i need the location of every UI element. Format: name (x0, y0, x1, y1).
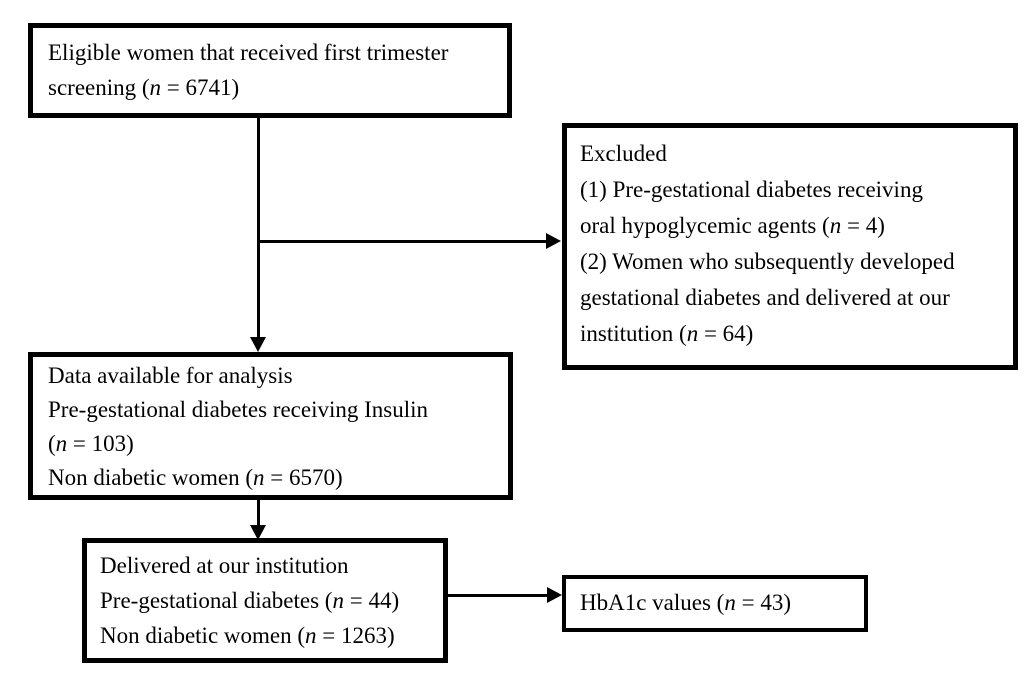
box-text-line: HbA1c values (n = 43) (580, 590, 791, 615)
box-text-line: (n = 103) (48, 431, 134, 456)
box-text-line: Data available for analysis (48, 363, 293, 388)
box-text-line: screening (n = 6741) (48, 75, 240, 100)
box-text-line: Excluded (580, 141, 667, 166)
box-text-line: Pre-gestational diabetes receiving Insul… (48, 397, 429, 422)
box-text-line: institution (n = 64) (580, 321, 754, 346)
box-text-line: (2) Women who subsequently developed (580, 249, 955, 274)
box-text-line: oral hypoglycemic agents (n = 4) (580, 213, 885, 238)
arrowhead-right-icon (547, 587, 562, 603)
box-text-line: (1) Pre-gestational diabetes receiving (580, 177, 923, 202)
box-excluded: Excluded (1) Pre-gestational diabetes rec… (562, 123, 1018, 370)
box-eligible-women: Eligible women that received first trime… (28, 23, 512, 118)
box-text-line: Eligible women that received first trime… (48, 40, 449, 65)
box-text-line: gestational diabetes and delivered at ou… (580, 285, 950, 310)
arrowhead-down-icon (250, 525, 266, 540)
box-text-line: Non diabetic women (n = 6570) (48, 465, 343, 490)
connector-branch-to-excluded (257, 240, 547, 243)
connector-eligible-to-available (257, 118, 260, 339)
connector-delivered-to-hba1c (448, 594, 549, 597)
box-text-line: Pre-gestational diabetes (n = 44) (100, 588, 400, 613)
arrowhead-down-icon (250, 337, 266, 352)
box-hba1c-values: HbA1c values (n = 43) (562, 575, 868, 632)
connector-available-to-delivered (257, 500, 260, 527)
box-text-line: Delivered at our institution (100, 553, 349, 578)
arrowhead-right-icon (546, 233, 561, 249)
box-text-line: Non diabetic women (n = 1263) (100, 623, 395, 648)
